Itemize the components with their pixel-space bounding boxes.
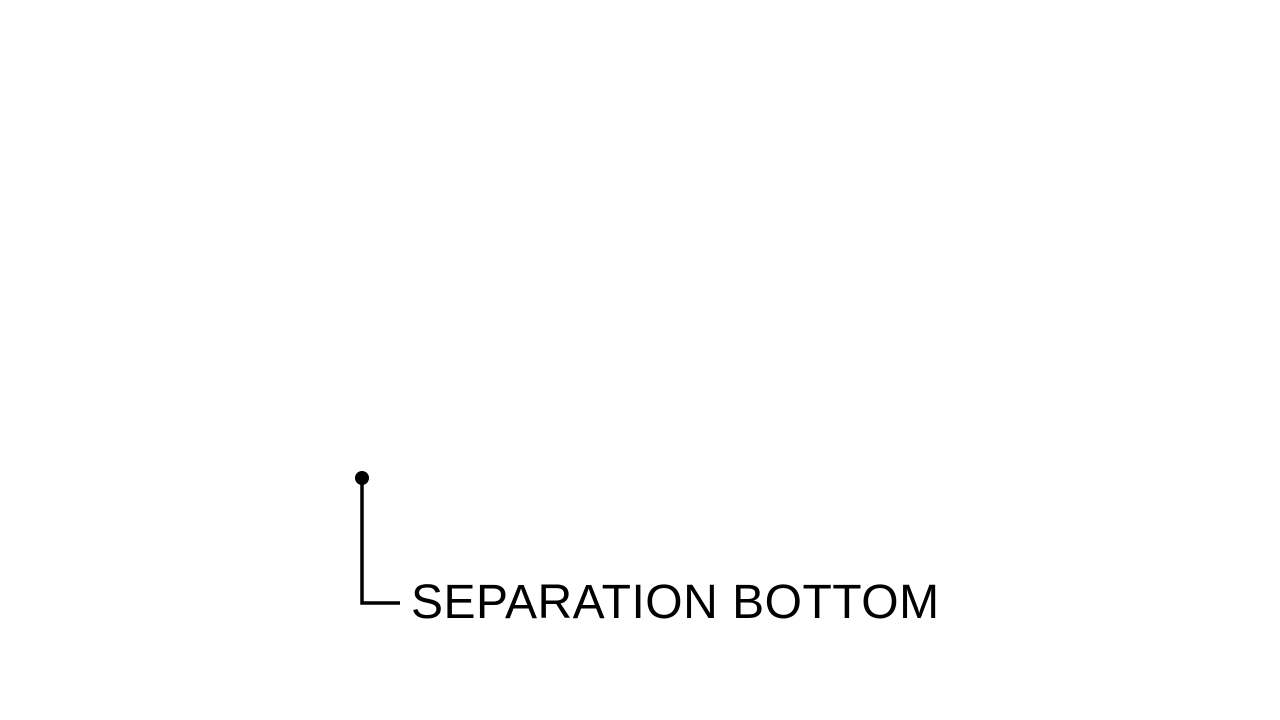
leader-line bbox=[360, 478, 400, 605]
callout-label: SEPARATION BOTTOM bbox=[411, 576, 940, 629]
